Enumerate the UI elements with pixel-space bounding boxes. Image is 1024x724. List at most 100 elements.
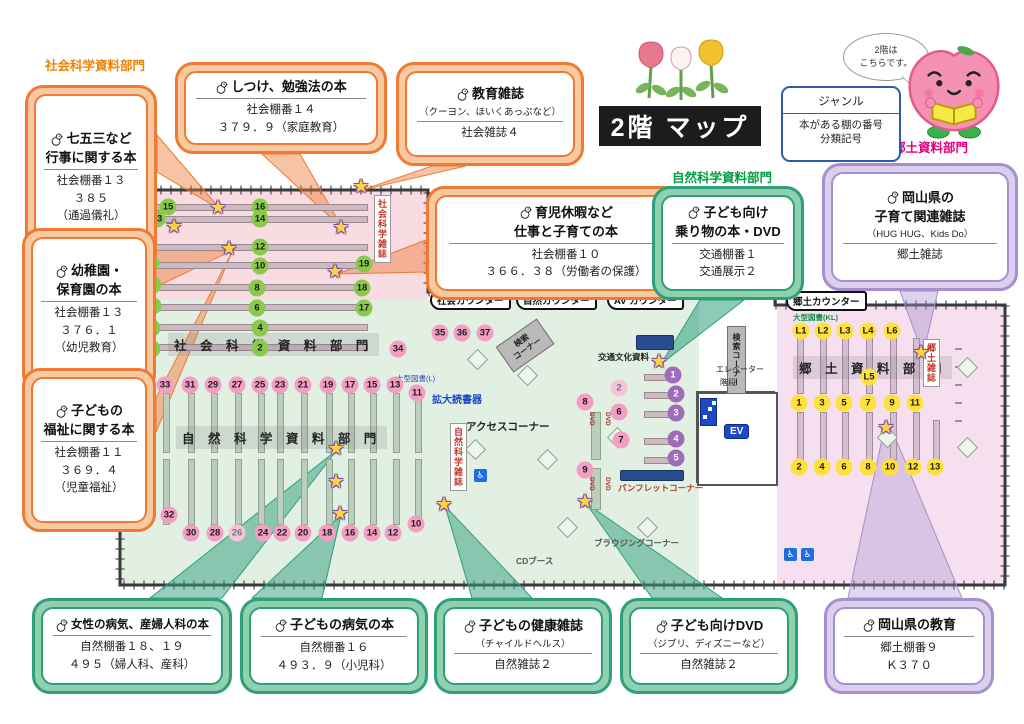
shelf-marker-8: 8 [576,393,594,411]
tulip-flowers-icon [635,39,729,100]
shelf-marker-7: 7 [859,394,877,412]
shelf-marker-13: 13 [386,376,404,394]
callout-line: ３６６．３８（労働者の保護） [485,266,647,279]
callout-title: 女性の病気、産婦人科の本 [55,618,209,632]
map-text-vert-dvd: DVD [588,412,595,426]
callout-line: （児童福祉） [54,481,124,494]
callout-11: 子ども向けDVD（ジブリ、ディズニーなど）自然雑誌２ [620,598,798,694]
shelf [866,412,873,460]
shelf-marker-6: 6 [835,458,853,476]
callout-line: Ｋ３７０ [886,659,932,672]
shelf [955,384,962,386]
shelf [348,393,355,453]
callout-title-line2: 保育園の本 [56,282,122,298]
callout-title: 子どもの健康雑誌 [463,618,583,634]
shelf-marker-25: 25 [251,376,269,394]
legend-box: ジャンル 本がある棚の番号 分類記号 [781,86,901,162]
map-text-vert-dvd: DVD [588,477,595,491]
star-marker: ★ [576,491,594,513]
callout-line: ３７６．１ [60,324,118,337]
legend-divider [783,113,899,114]
shelf [797,412,804,460]
callout-divider [842,243,998,245]
shelf [913,338,920,394]
callout-divider [41,301,137,303]
legend-desc-line2: 分類記号 [820,133,862,146]
callout-line: 社会棚番１０ [531,249,601,261]
shelf-marker-4: 4 [251,319,269,337]
callout-10: 子どもの健康雑誌（チャイルドヘルス）自然雑誌２ [434,598,612,694]
map-text-tiny-black: 階段 [720,378,736,387]
callout-divider [844,636,974,638]
pointer-753 [156,133,222,211]
shelf-marker-7: 7 [612,431,630,449]
shelf [235,393,242,453]
chick-icon [464,620,476,633]
map-text-vert-red: 郷土雑誌 [923,339,940,387]
callout-line: 社会棚番１３ [54,307,124,320]
shelf-marker-3: 3 [813,394,831,412]
shelf-marker-12: 12 [904,458,922,476]
callout-title: 育児休暇など仕事と子育ての本 [465,205,666,241]
chick-icon [863,619,875,632]
shelf-marker-2: 2 [790,458,808,476]
map-text-gray-label: CDブース [516,556,554,566]
shelf [326,393,333,453]
callout-title: 子どもの病気の本 [274,617,394,633]
callout-subtitle: （チャイルドヘルス） [475,638,571,650]
shelf [842,412,849,460]
callout-line: 交通棚番１ [699,249,757,261]
callout-divider [449,243,683,244]
shelf-marker-37: 37 [476,324,494,342]
callout-line: ４９３．９（小児科） [276,659,392,672]
shelf-marker-19: 19 [319,376,337,394]
callout-subtitle: （ジブリ、ディズニーなど） [647,638,771,650]
shelf [258,459,265,525]
shelf-marker-31: 31 [181,376,199,394]
chick-icon [56,404,68,418]
callout-line: ３７９．９（家庭教育） [217,121,345,134]
shelf-marker-18: 18 [318,524,336,542]
shelf-marker-23: 23 [271,376,289,394]
shelf-marker-11: 11 [906,394,924,412]
callout-line: 郷土雑誌 [897,249,943,262]
callout-2: 教育雑誌（クーヨン、ほいくあっぷなど）社会雑誌４ [396,62,584,166]
stairs-icon [700,398,717,426]
shelf-marker-15: 15 [159,198,177,216]
star-marker: ★ [331,503,349,525]
map-text-kensaku-vert: 検索コーナー [727,326,746,394]
callout-subtitle: （クーヨン、ほいくあっぷなど） [419,106,561,118]
legend-genre-label: ジャンル [818,96,864,108]
callout-line: 社会雑誌４ [461,126,519,139]
shelf [277,459,284,525]
shelf [163,459,170,525]
shelf [348,459,355,525]
shelf-marker-3: 3 [667,404,685,422]
shelf [301,459,308,525]
shelf-marker-27: 27 [228,376,246,394]
shelf [258,393,265,453]
legend-desc-line1: 本がある棚の番号 [799,119,883,131]
shelf-marker-17: 17 [355,299,373,317]
shelf-marker-L6: L6 [883,322,901,340]
shelf [211,459,218,525]
shelf-marker-10: 10 [881,458,899,476]
chick-icon [656,620,668,633]
callout-line: 郷土棚番９ [880,642,938,655]
shelf-marker-28: 28 [206,524,224,542]
traffic-culture-shelf [636,335,674,350]
callout-line: （通過儀礼） [56,209,126,222]
map-text-blue-small: 大型図書(L) [396,374,436,383]
page-title: 2階 マップ [599,106,761,146]
peach-mascot-icon [908,46,1000,139]
shelf-marker-32: 32 [160,506,178,524]
shelf-marker-2: 2 [667,385,685,403]
shelf [955,402,962,404]
map-text-tiny-black: エレベーター [716,365,764,374]
callout-line: （幼児教育） [54,341,124,354]
shelf-marker-4: 4 [813,458,831,476]
shelf-marker-8: 8 [248,279,266,297]
